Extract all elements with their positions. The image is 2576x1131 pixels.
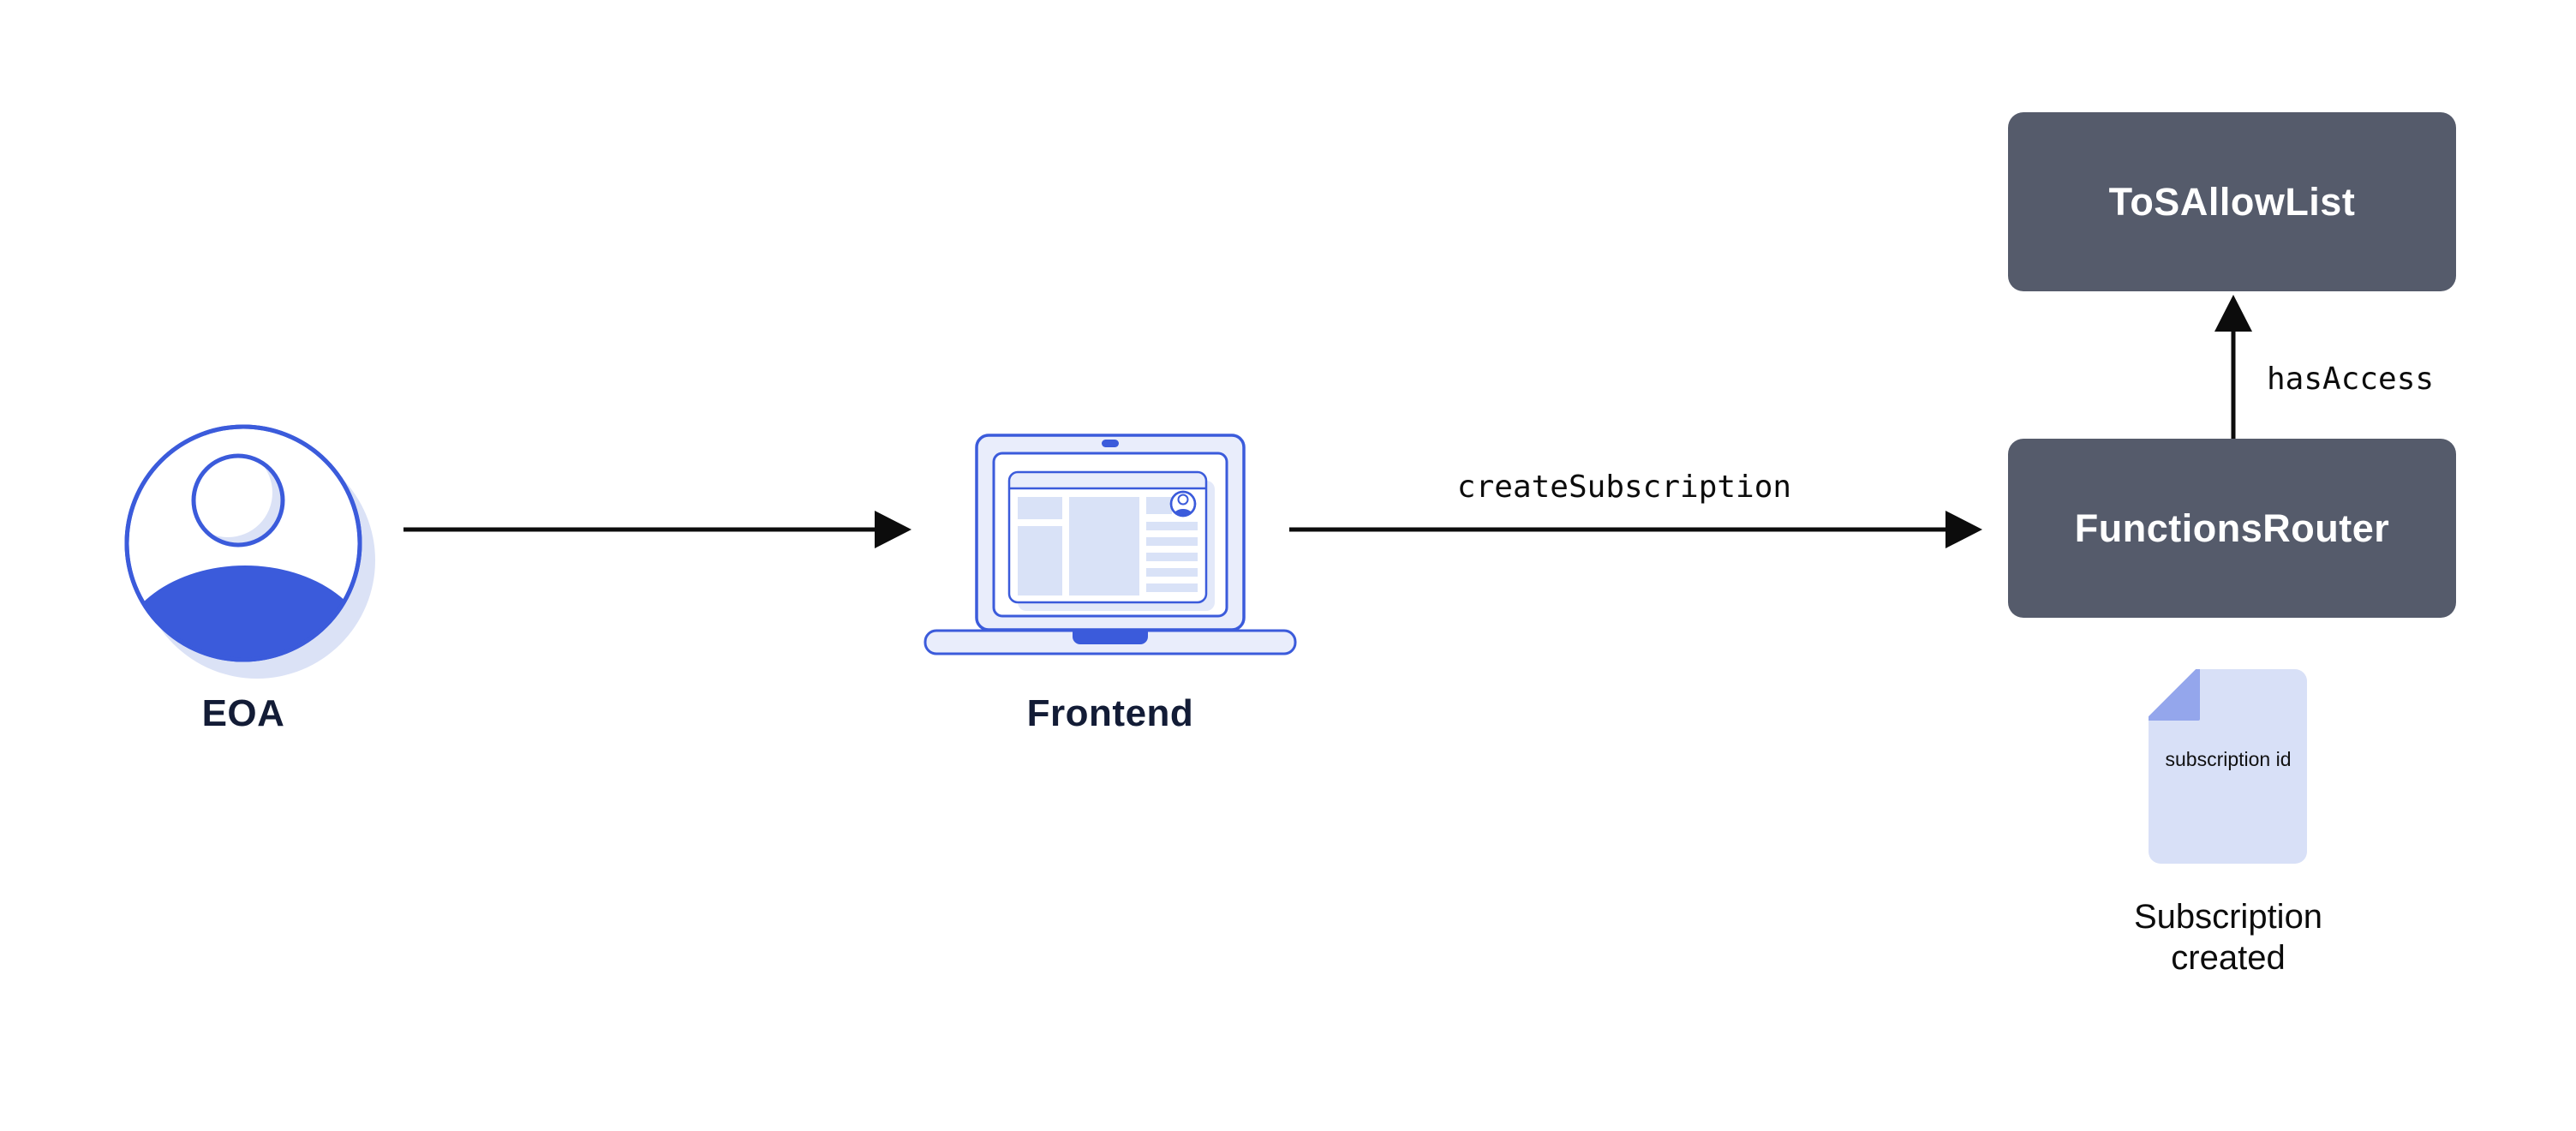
document-icon	[2149, 669, 2307, 864]
arrow-functionsrouter-to-tosallowlist	[2214, 295, 2252, 439]
arrow-frontend-to-functionsrouter	[1289, 511, 1982, 548]
functions-router-label: FunctionsRouter	[2074, 506, 2390, 550]
arrow-eoa-to-frontend	[403, 511, 911, 548]
user-icon	[124, 424, 375, 679]
edge-label-createsubscription: createSubscription	[1456, 470, 1792, 505]
frontend-label: Frontend	[1026, 692, 1194, 734]
tos-allowlist-label: ToSAllowList	[2108, 179, 2356, 224]
eoa-label: EOA	[201, 692, 285, 734]
functions-router-box: FunctionsRouter	[2008, 439, 2456, 618]
subscription-created-caption: Subscription created	[2133, 898, 2323, 977]
edge-label-hasaccess: hasAccess	[2267, 362, 2435, 397]
laptop-icon	[923, 434, 1297, 655]
subscription-id-text: subscription id	[2165, 748, 2292, 770]
tos-allowlist-box: ToSAllowList	[2008, 112, 2456, 291]
